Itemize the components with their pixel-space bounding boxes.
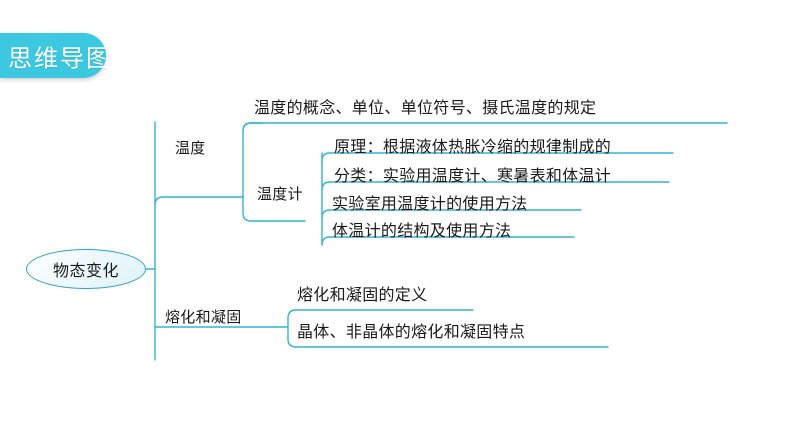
leaf-label-clinical-thermometer-structure: 体温计的结构及使用方法 bbox=[332, 223, 512, 240]
root-ellipse-shape bbox=[26, 249, 146, 289]
leaf-label-melting-definition: 熔化和凝固的定义 bbox=[297, 287, 428, 304]
leaf-label-lab-thermometer-usage: 实验室用温度计的使用方法 bbox=[332, 196, 528, 213]
connector-branch-temperature-spine bbox=[242, 122, 263, 198]
branch-label-melting: 熔化和凝固 bbox=[165, 310, 242, 326]
connector-leaf-underline-6 bbox=[287, 309, 474, 319]
leaf-label-crystal-characteristics: 晶体、非晶体的熔化和凝固特点 bbox=[297, 324, 526, 341]
mindmap-title-badge: 思维导图 bbox=[0, 33, 110, 78]
leaf-label-thermometer-principle: 原理：根据液体热胀冷缩的规律制成的 bbox=[334, 139, 612, 156]
leaf-label-thermometer-types: 分类：实验用温度计、寒暑表和体温计 bbox=[334, 168, 612, 185]
leaf-label-temperature-concept: 温度的概念、单位、单位符号、摄氏温度的规定 bbox=[254, 100, 597, 117]
mindmap-root-node: 物态变化 bbox=[26, 249, 146, 289]
mindmap-title-label: 思维导图 bbox=[8, 46, 112, 72]
connector-branch-temperature bbox=[154, 196, 244, 206]
subbranch-label-thermometer: 温度计 bbox=[257, 187, 303, 203]
branch-label-temperature: 温度 bbox=[175, 141, 206, 157]
root-node-label: 物态变化 bbox=[52, 263, 119, 280]
connector-leaf-underline-1 bbox=[242, 122, 728, 132]
